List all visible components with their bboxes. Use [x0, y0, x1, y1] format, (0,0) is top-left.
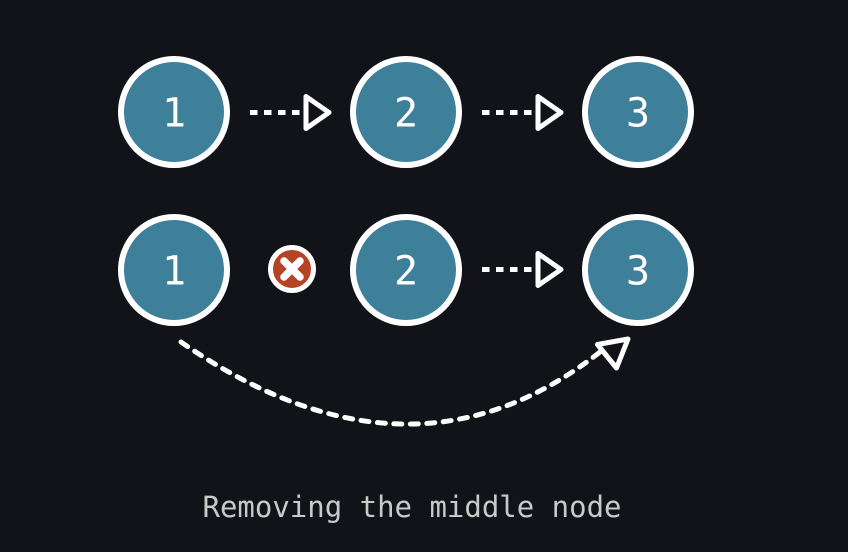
caption: Removing the middle node: [202, 490, 621, 524]
node-label: 2: [394, 249, 418, 295]
open-triangle-arrowhead: [535, 94, 564, 131]
node-1-after: 1: [118, 214, 230, 326]
next-pointer-2-3-after: [482, 251, 564, 288]
next-pointer-2-3: [482, 94, 564, 131]
node-2-after: 2: [350, 214, 462, 326]
open-triangle-arrowhead: [535, 251, 564, 288]
open-triangle-arrowhead: [303, 94, 332, 131]
node-label: 2: [394, 91, 418, 137]
node-circle: [350, 214, 462, 326]
node-label: 3: [626, 249, 650, 295]
node-circle: [582, 214, 694, 326]
list-before-removal: 1 2 3: [118, 56, 694, 168]
node-label: 1: [162, 91, 186, 137]
node-label: 1: [162, 249, 186, 295]
node-circle: [118, 56, 230, 168]
node-circle: [350, 56, 462, 168]
dashed-bypass-curve: [178, 339, 603, 427]
node-3-before: 3: [582, 56, 694, 168]
x-circle-icon: [268, 245, 316, 293]
next-pointer-1-2: [250, 94, 332, 131]
open-triangle-arrowhead: [595, 336, 631, 371]
node-3-after: 3: [582, 214, 694, 326]
node-label: 3: [626, 91, 650, 137]
x-mark: [280, 257, 304, 281]
node-circle: [118, 214, 230, 326]
node-circle: [582, 56, 694, 168]
list-after-removal: 1 2 3: [118, 214, 694, 427]
node-2-before: 2: [350, 56, 462, 168]
node-1-before: 1: [118, 56, 230, 168]
bypass-pointer-1-3: [178, 336, 631, 427]
